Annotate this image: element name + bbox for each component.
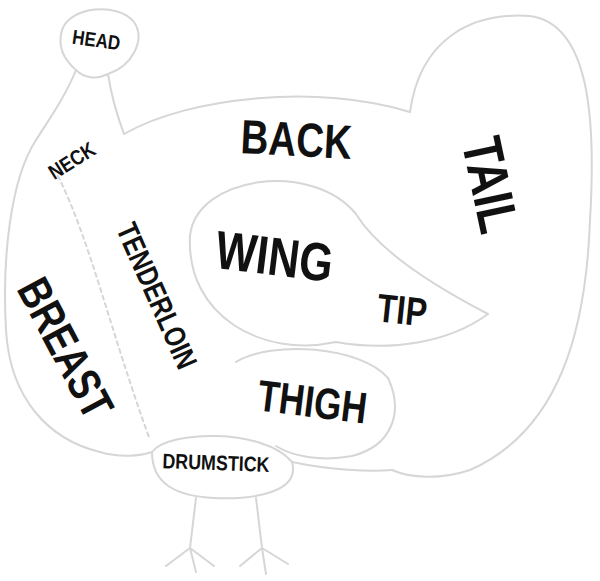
part-label: TENDERLOIN bbox=[111, 219, 202, 374]
part-label: BACK bbox=[239, 113, 352, 167]
part-label: HEAD bbox=[71, 27, 121, 54]
part-label: WING bbox=[212, 222, 335, 290]
part-label: NECK bbox=[45, 138, 99, 183]
part-label: TIP bbox=[375, 288, 429, 333]
part-label: THIGH bbox=[255, 373, 369, 430]
part-label: TAIL bbox=[453, 132, 528, 238]
part-label: DRUMSTICK bbox=[162, 450, 270, 475]
